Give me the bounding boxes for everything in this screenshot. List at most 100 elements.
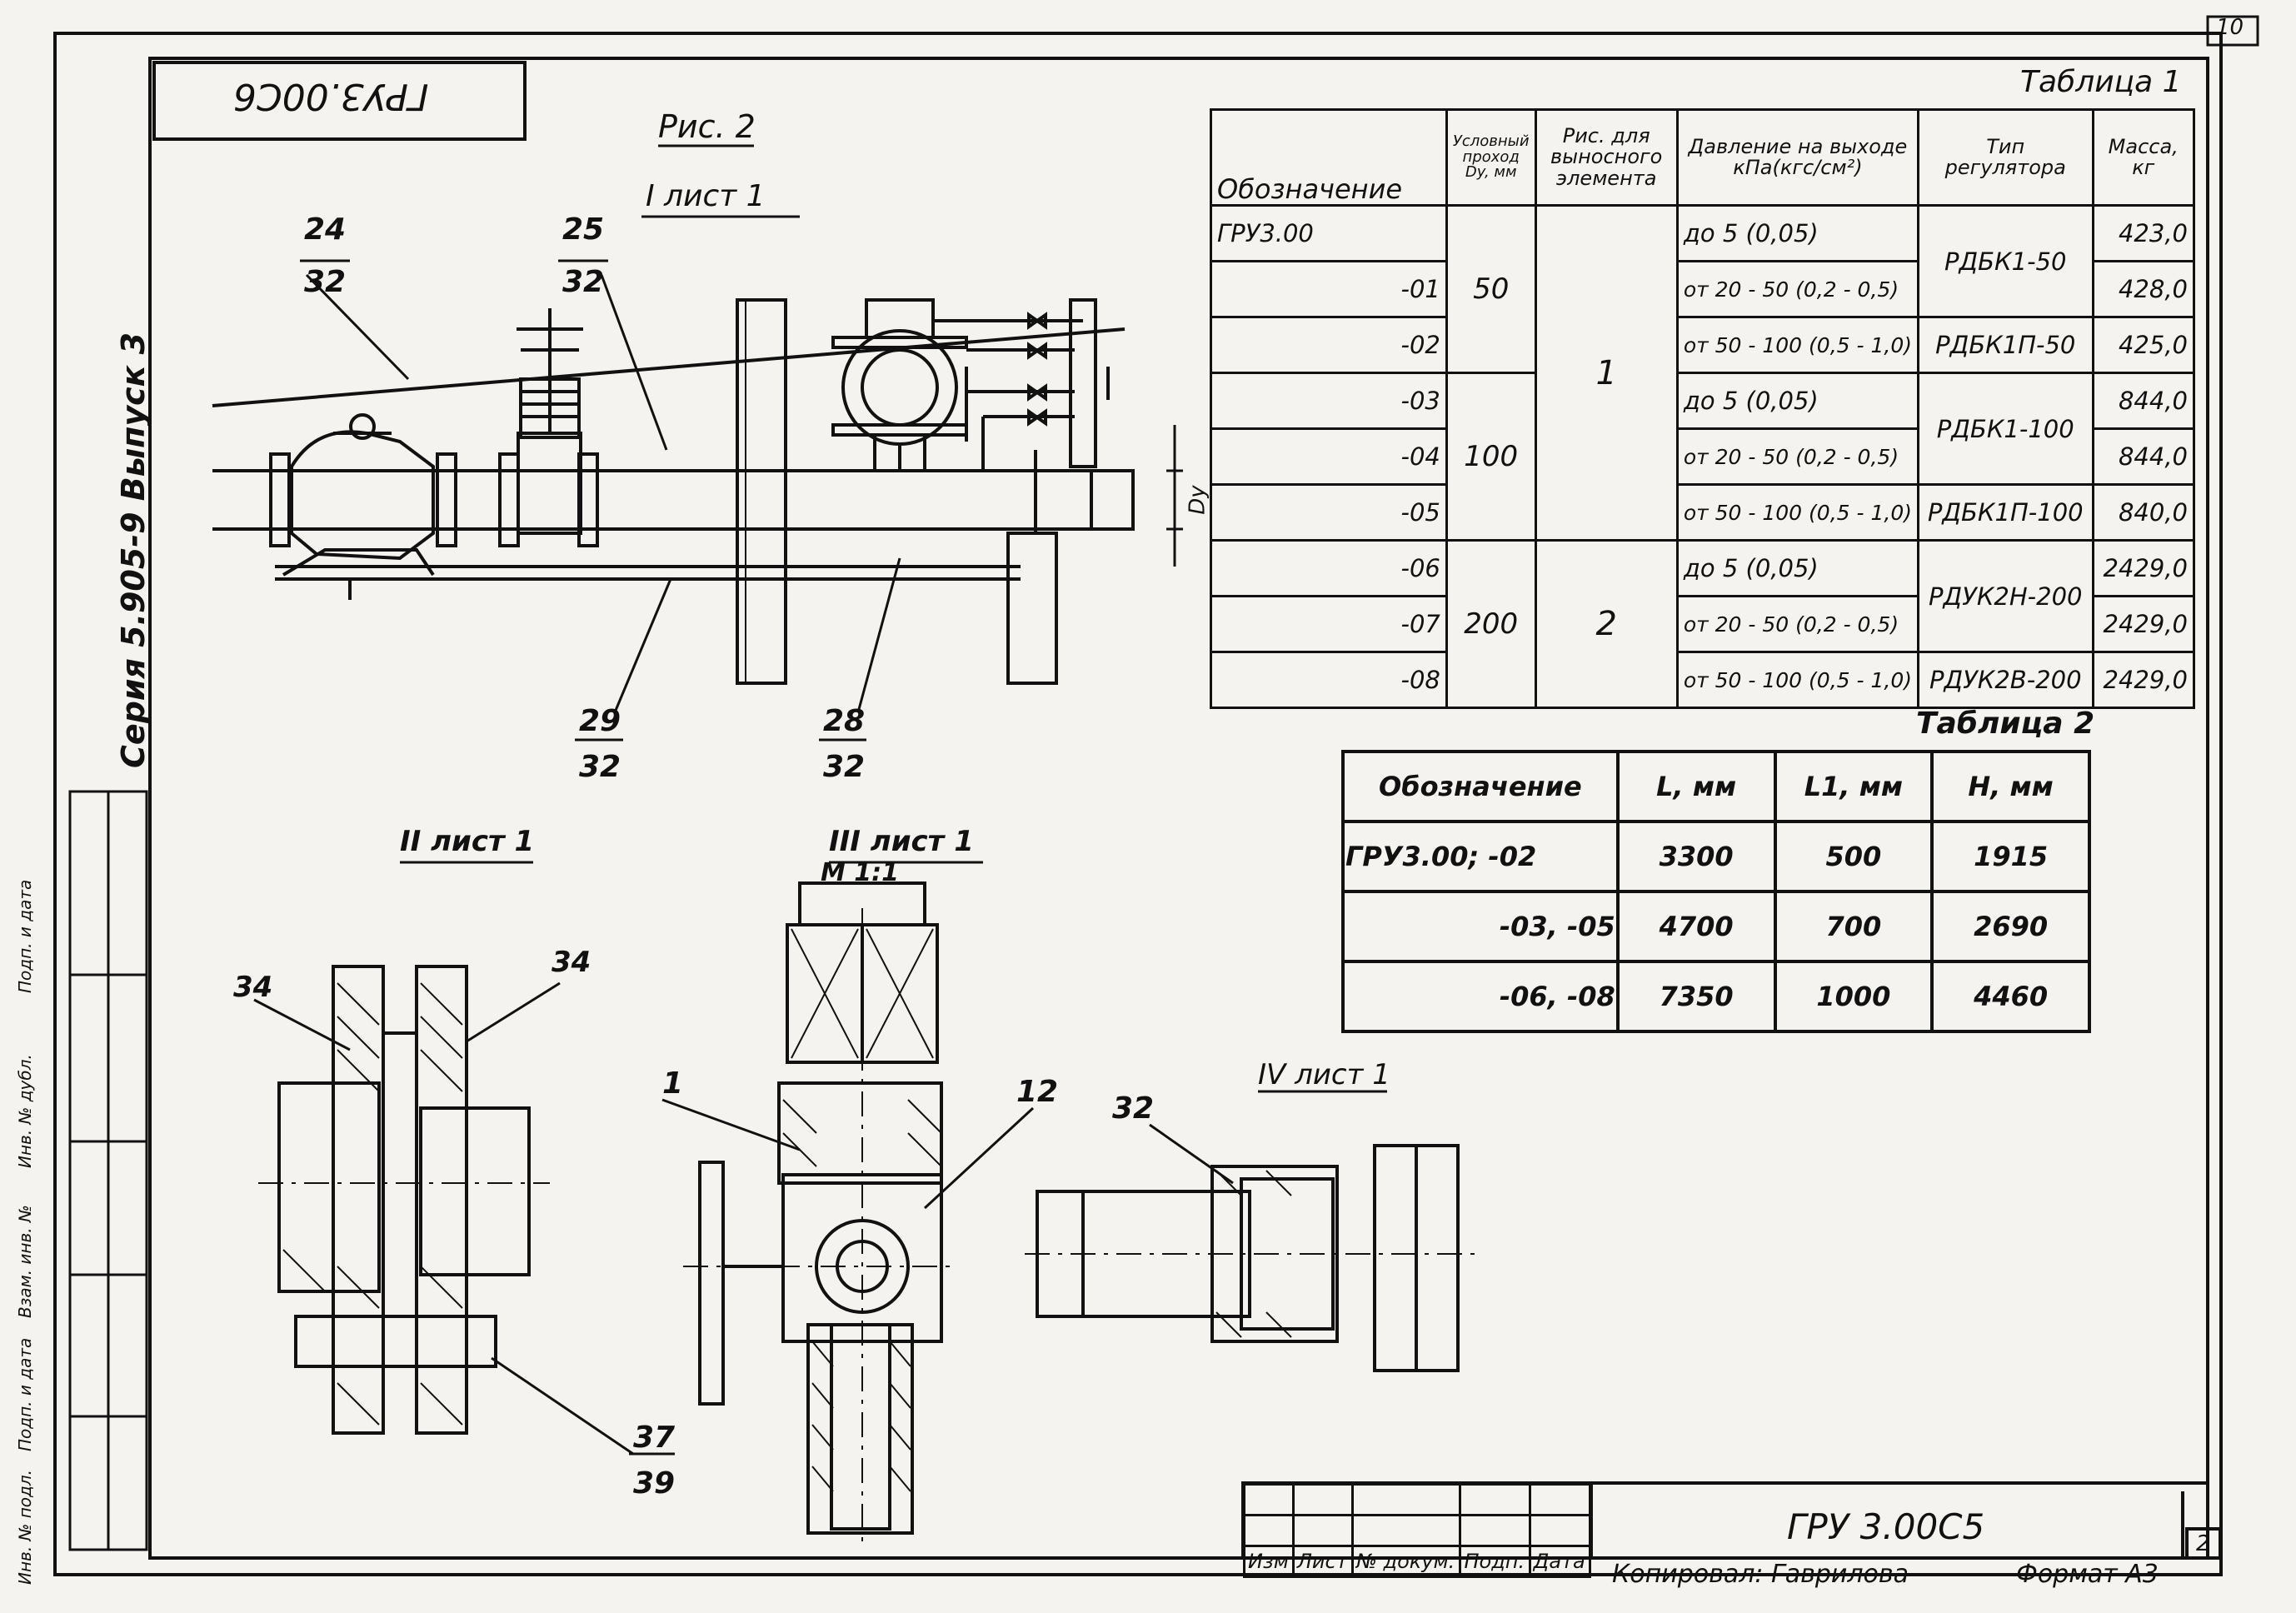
- t1-mass: 2429,0: [2091, 651, 2195, 709]
- t1-regulator: РДУК2В-200: [1916, 651, 2094, 709]
- t1-mass: 2429,0: [2091, 595, 2195, 653]
- page-number-box: [2206, 15, 2259, 47]
- outer-frame: [53, 32, 2223, 1576]
- tb-label: № докум.: [1350, 1545, 1462, 1578]
- t1-pressure: от 20 - 50 (0,2 - 0,5): [1675, 595, 1919, 653]
- t1-designation: -07: [1210, 595, 1448, 653]
- t1-dy: 200: [1445, 539, 1537, 709]
- side-stamp-label-5: Подп. и дата: [15, 879, 35, 993]
- t1-designation: -04: [1210, 427, 1448, 486]
- callout-28-sub: 32: [823, 750, 866, 784]
- rotated-code-box: [152, 61, 527, 141]
- t1-header-fig: Рис. для выносного элемента: [1534, 108, 1679, 207]
- paper-format: Формат А3: [2016, 1560, 2159, 1589]
- view-3-scale: М 1:1: [821, 858, 900, 887]
- t1-regulator: РДБК1-50: [1916, 204, 2094, 318]
- t1-header-regulator: Тип регулятора: [1916, 108, 2094, 207]
- t1-pressure: до 5 (0,05): [1675, 204, 1919, 262]
- t1-pressure: до 5 (0,05): [1675, 539, 1919, 597]
- title-block: [1241, 1481, 2222, 1560]
- t2-cell: 2690: [1930, 890, 2091, 963]
- callout-25: 25: [562, 212, 605, 247]
- t1-pressure: от 50 - 100 (0,5 - 1,0): [1675, 483, 1919, 542]
- t2-cell: 3300: [1615, 820, 1777, 893]
- t1-fig: 2: [1534, 539, 1679, 709]
- t1-fig: 1: [1534, 204, 1679, 542]
- t1-designation: -05: [1210, 483, 1448, 542]
- t1-pressure: от 50 - 100 (0,5 - 1,0): [1675, 651, 1919, 709]
- callout-34-left: 34: [233, 971, 273, 1004]
- tb-label: Дата: [1528, 1545, 1592, 1578]
- t1-designation: -02: [1210, 316, 1448, 374]
- table-1: Обозначение Условный проход Dy, мм Рис. …: [1210, 108, 2195, 709]
- callout-12: 12: [1016, 1075, 1059, 1109]
- callout-39: 39: [633, 1466, 676, 1501]
- t1-designation: -06: [1210, 539, 1448, 597]
- tb-label: Изм: [1243, 1545, 1295, 1578]
- tb-label: Лист: [1291, 1545, 1354, 1578]
- t1-pressure: от 20 - 50 (0,2 - 0,5): [1675, 260, 1919, 318]
- t2-cell: 7350: [1615, 960, 1777, 1033]
- t1-header-dy: Условный проход Dy, мм: [1445, 108, 1537, 207]
- t1-mass: 844,0: [2091, 372, 2195, 430]
- series-vertical-label: Серия 5.905-9 Выпуск 3: [115, 332, 152, 768]
- t1-dy: 100: [1445, 372, 1537, 542]
- t1-regulator: РДБК1П-50: [1916, 316, 2094, 374]
- t2-header: L1, мм: [1773, 750, 1934, 823]
- t2-cell: 700: [1773, 890, 1934, 963]
- t1-dy: 50: [1445, 204, 1537, 374]
- t1-mass: 2429,0: [2091, 539, 2195, 597]
- callout-25-sub: 32: [562, 265, 605, 299]
- corner-page-number: 10: [2216, 15, 2244, 40]
- flange-section-view-2: [253, 861, 675, 1456]
- t2-cell: 500: [1773, 820, 1934, 893]
- t1-header-mass: Масса, кг: [2091, 108, 2195, 207]
- callout-1: 1: [662, 1066, 684, 1101]
- t1-pressure: до 5 (0,05): [1675, 372, 1919, 430]
- view-2-label: II лист 1: [400, 825, 535, 858]
- callout-37: 37: [633, 1421, 676, 1455]
- t2-header: H, мм: [1930, 750, 2091, 823]
- table-2-title: Таблица 2: [1916, 707, 2095, 741]
- pipeline-view-1: [212, 144, 1183, 742]
- t1-pressure: от 50 - 100 (0,5 - 1,0): [1675, 316, 1919, 374]
- t1-mass: 844,0: [2091, 427, 2195, 486]
- t2-cell: 4460: [1930, 960, 2091, 1033]
- inner-frame: [148, 57, 2209, 1560]
- t1-mass: 840,0: [2091, 483, 2195, 542]
- callout-29-sub: 32: [579, 750, 621, 784]
- callout-34-right: 34: [552, 946, 591, 979]
- t2-cell: ГРУ3.00; -02: [1341, 820, 1620, 893]
- view-4-label: IV лист 1: [1258, 1058, 1390, 1091]
- t1-designation: -03: [1210, 372, 1448, 430]
- t1-header-pressure: Давление на выходе кПа(кгс/см²): [1675, 108, 1919, 207]
- t2-cell: 4700: [1615, 890, 1777, 963]
- t1-mass: 425,0: [2091, 316, 2195, 374]
- t1-designation: -01: [1210, 260, 1448, 318]
- sheet-number: 2: [2196, 1531, 2210, 1556]
- t1-designation: -08: [1210, 651, 1448, 709]
- dim-dy-label: Dy: [1185, 485, 1210, 515]
- callout-28: 28: [823, 704, 866, 738]
- title-block-revision-grid: Изм Лист № докум. Подп. Дата: [1243, 1483, 1592, 1578]
- t2-header: L, мм: [1615, 750, 1777, 823]
- valve-section-view-3: [661, 861, 1035, 1550]
- t2-cell: -03, -05: [1341, 890, 1620, 963]
- t1-regulator: РДБК1П-100: [1916, 483, 2094, 542]
- view-3-label: III лист 1: [829, 825, 974, 858]
- t1-designation: ГРУ3.00: [1210, 204, 1448, 262]
- callout-24-sub: 32: [304, 265, 347, 299]
- t1-header-designation: Обозначение: [1210, 108, 1448, 207]
- rotated-stamp-code: ГРУ3.00С6: [233, 75, 429, 117]
- t1-pressure: от 20 - 50 (0,2 - 0,5): [1675, 427, 1919, 486]
- tb-label: Подп.: [1459, 1545, 1531, 1578]
- t2-cell: 1000: [1773, 960, 1934, 1033]
- table-2: Обозначение L, мм L1, мм H, мм ГРУ3.00; …: [1341, 750, 2091, 1033]
- t2-cell: 1915: [1930, 820, 2091, 893]
- figure-title: Рис. 2: [658, 108, 756, 145]
- callout-32: 32: [1112, 1091, 1155, 1126]
- table-1-title: Таблица 1: [2020, 65, 2182, 99]
- t1-mass: 428,0: [2091, 260, 2195, 318]
- copied-by: Копировал: Гаврилова: [1612, 1560, 1909, 1589]
